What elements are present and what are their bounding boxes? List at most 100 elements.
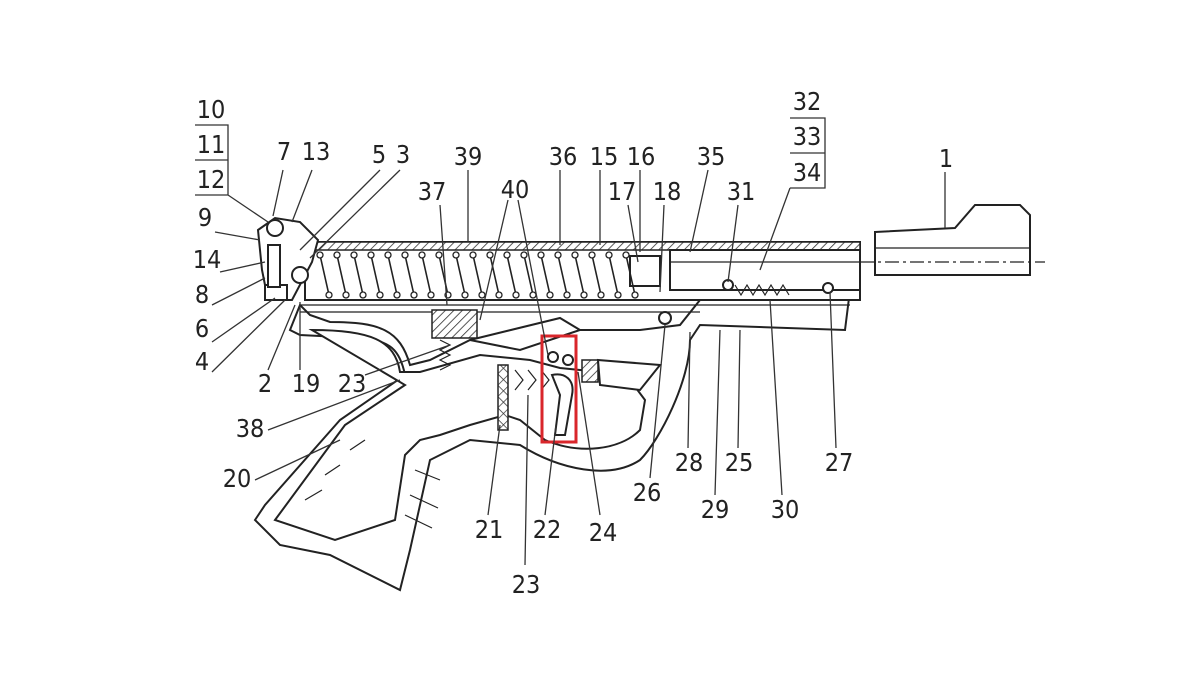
spring-coil-section <box>486 251 494 259</box>
callout-35: 35 <box>697 142 726 171</box>
spring-coil-section <box>367 251 375 259</box>
spring-coil <box>319 254 330 296</box>
spring-coil-section <box>435 251 443 259</box>
spring-coil <box>421 254 432 296</box>
callout-32: 32 <box>793 87 822 116</box>
callout-15: 15 <box>590 142 619 171</box>
spring-coil <box>608 254 619 296</box>
callout-27: 27 <box>825 448 854 477</box>
spring-coil-section <box>614 291 622 299</box>
spring-coil-section <box>418 251 426 259</box>
callout-20: 20 <box>223 464 252 493</box>
spring-coil <box>370 254 381 296</box>
spring-coil <box>472 254 483 296</box>
spring-coil-section <box>495 291 503 299</box>
trigger-mechanism <box>431 279 834 436</box>
spring-coil <box>591 254 602 296</box>
spring-coil-section <box>554 251 562 259</box>
grip <box>253 288 852 592</box>
spring-coil-section <box>503 251 511 259</box>
spring-coil <box>557 254 568 296</box>
callout-14: 14 <box>193 245 222 274</box>
spring-coil-section <box>563 291 571 299</box>
spring-coil <box>540 254 551 296</box>
spring-coil-section <box>384 251 392 259</box>
spring-coil <box>506 254 517 296</box>
callout-9: 9 <box>198 203 212 232</box>
spring-coil <box>387 254 398 296</box>
callout-30: 30 <box>771 495 800 524</box>
callout-34: 34 <box>793 158 822 187</box>
callout-38: 38 <box>236 414 265 443</box>
spring-coil <box>404 254 415 296</box>
spring-coil <box>438 254 449 296</box>
spring-coil-section <box>529 291 537 299</box>
callout-13: 13 <box>302 137 331 166</box>
callout-4: 4 <box>195 347 209 376</box>
callout-21: 21 <box>475 515 504 544</box>
spring-coil <box>625 254 636 296</box>
callout-labels: 10 11 12 9 14 8 6 4 7 13 5 3 39 37 40 36… <box>193 87 953 599</box>
callout-18: 18 <box>653 177 682 206</box>
callout-39: 39 <box>454 142 483 171</box>
callout-1: 1 <box>939 144 953 173</box>
spring-coil <box>489 254 500 296</box>
spring-coil <box>353 254 364 296</box>
spring-coil-section <box>316 251 324 259</box>
callout-3: 3 <box>396 140 410 169</box>
spring-coil-section <box>427 291 435 299</box>
spring-coil-section <box>631 291 639 299</box>
spring-coil-section <box>401 251 409 259</box>
callout-11: 11 <box>197 130 226 159</box>
spring-coil-section <box>520 251 528 259</box>
spring-coil-section <box>537 251 545 259</box>
callout-24: 24 <box>589 518 618 547</box>
callout-19: 19 <box>292 369 321 398</box>
callout-26: 26 <box>633 478 662 507</box>
highlight-box <box>540 334 578 444</box>
callout-7: 7 <box>277 137 291 166</box>
callout-2: 2 <box>258 369 272 398</box>
leader-lines <box>195 117 946 566</box>
spring-coil-section <box>452 251 460 259</box>
callout-36: 36 <box>549 142 578 171</box>
spring-coil-section <box>580 291 588 299</box>
spring-coil-section <box>376 291 384 299</box>
spring-coil-section <box>512 291 520 299</box>
callout-22: 22 <box>533 515 562 544</box>
spring-coil <box>336 254 347 296</box>
spring-coil-section <box>605 251 613 259</box>
callout-28: 28 <box>675 448 704 477</box>
front-mechanism <box>256 216 320 301</box>
muzzle-piece <box>860 204 1045 276</box>
spring-coil-section <box>622 251 630 259</box>
spring-coil-section <box>571 251 579 259</box>
callout-8: 8 <box>195 280 209 309</box>
callout-25: 25 <box>725 448 754 477</box>
callout-12: 12 <box>197 165 226 194</box>
callout-23-upper: 23 <box>338 369 367 398</box>
spring-coil-section <box>393 291 401 299</box>
callout-29: 29 <box>701 495 730 524</box>
spring-coil-section <box>478 291 486 299</box>
spring-coil-section <box>546 291 554 299</box>
callout-23-lower: 23 <box>512 570 541 599</box>
callout-16: 16 <box>627 142 656 171</box>
callout-5: 5 <box>372 140 386 169</box>
spring-coil-section <box>588 251 596 259</box>
spring-coil-section <box>350 251 358 259</box>
spring-coil <box>574 254 585 296</box>
spring-coil <box>455 254 466 296</box>
callout-33: 33 <box>793 122 822 151</box>
callout-40: 40 <box>501 175 530 204</box>
callout-6: 6 <box>195 314 209 343</box>
spring-coil-section <box>342 291 350 299</box>
spring-coil-section <box>597 291 605 299</box>
callout-37: 37 <box>418 177 447 206</box>
callout-17: 17 <box>608 177 637 206</box>
main-spring <box>316 251 639 299</box>
spring-coil-section <box>333 251 341 259</box>
spring-coil-section <box>410 291 418 299</box>
spring-coil-section <box>469 251 477 259</box>
spring-coil-section <box>325 291 333 299</box>
